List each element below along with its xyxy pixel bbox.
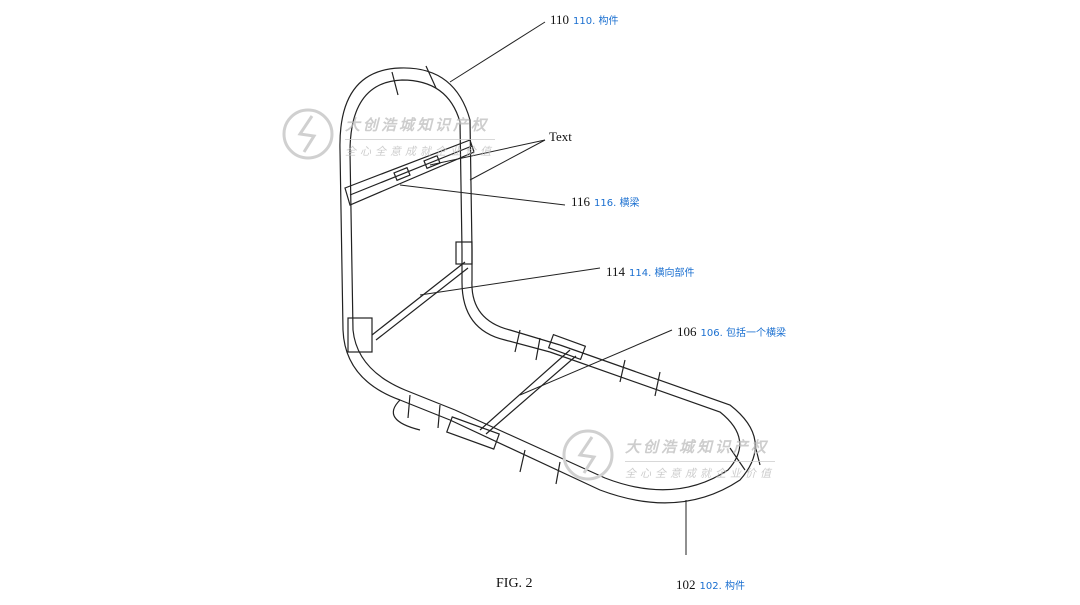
callout-note: 102. 构件 — [699, 581, 745, 592]
watermark: 大创浩城知识产权 全心全意成就企业价值 — [625, 438, 775, 480]
watermark: 大创浩城知识产权 全心全意成就企业价值 — [345, 116, 495, 158]
crossbeam-106 — [479, 349, 577, 435]
callout-text: Text — [549, 129, 572, 145]
base-tube-outer — [449, 344, 756, 504]
upright-tube-outer — [339, 67, 473, 331]
crossbeam-116 — [344, 139, 475, 206]
transverse-member-114 — [371, 261, 469, 341]
callout-note: 114. 横向部件 — [629, 268, 695, 279]
callout-number: 116 — [571, 194, 591, 209]
callout-number: 110 — [550, 12, 570, 27]
callout-number: 106 — [677, 324, 697, 339]
base-tube-inner — [454, 351, 741, 491]
callout-note: 110. 构件 — [573, 16, 619, 27]
watermark-logo — [282, 108, 614, 481]
callout-number: 114 — [606, 264, 626, 279]
callout-note: 116. 横梁 — [594, 198, 640, 209]
upright-tube-inner — [349, 79, 463, 331]
callout-note: 106. 包括一个横梁 — [700, 328, 786, 339]
figure-caption: FIG. 2 — [496, 576, 533, 591]
callout-number: 102 — [676, 577, 696, 592]
text-label: Text — [549, 129, 572, 144]
